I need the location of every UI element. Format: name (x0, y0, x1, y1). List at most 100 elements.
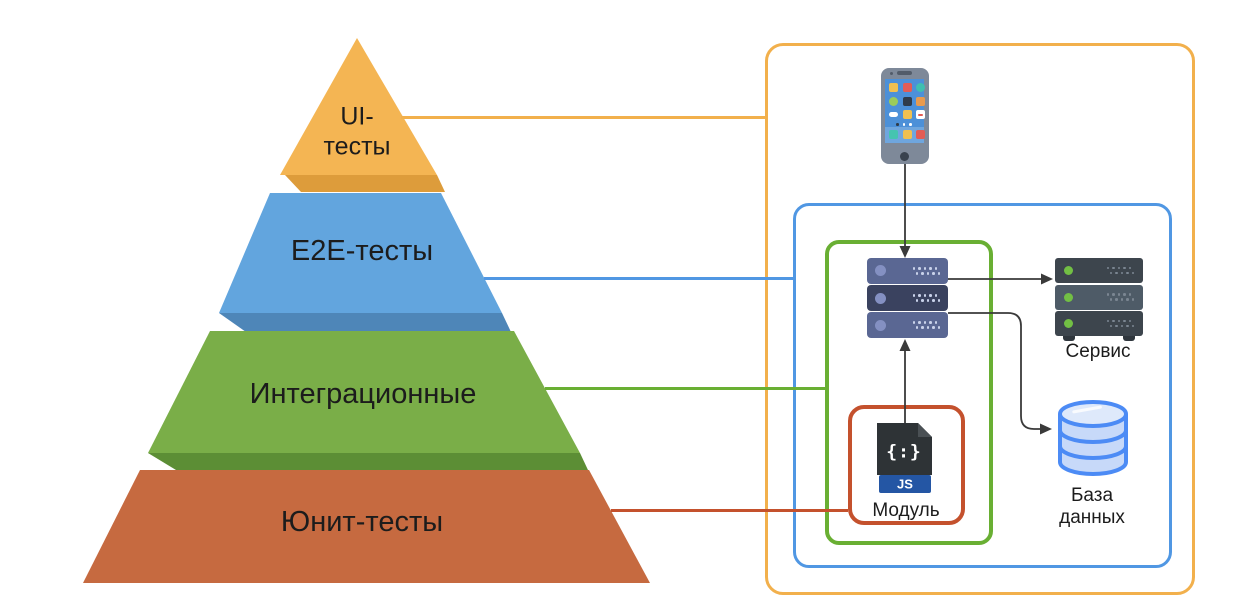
vent-dot (1109, 324, 1112, 328)
vent-dot (915, 299, 918, 302)
vent-dot (1117, 266, 1120, 270)
phone-speaker (897, 71, 912, 75)
phone-app-grid (889, 83, 925, 119)
vent-dot (921, 299, 924, 302)
vent-dot-row (1106, 319, 1135, 323)
vent-dot (918, 294, 921, 297)
app-tile (889, 112, 898, 117)
js-badge (879, 475, 931, 493)
scope-box-ui (765, 43, 1195, 595)
server-led (1064, 292, 1073, 302)
vent-dot (934, 321, 937, 324)
service-label: Сервис (1065, 340, 1131, 362)
vent-dot (1117, 319, 1120, 323)
vent-dot (1106, 266, 1109, 270)
vent-dot (1109, 298, 1112, 301)
pyramid-label-integration: Интеграционные (249, 377, 477, 410)
server-vent-dots (1106, 293, 1135, 301)
app-tile (889, 96, 898, 106)
app-server-icon (867, 258, 948, 339)
phone-home-button (900, 152, 909, 161)
module-label: Модуль (872, 499, 940, 521)
server-unit (1055, 284, 1143, 310)
phone-camera-dot (890, 72, 893, 75)
server-vent-dots (912, 267, 940, 275)
vent-dot (1112, 266, 1115, 270)
vent-dot (1128, 319, 1131, 323)
vent-dot (1131, 271, 1134, 275)
vent-dot (932, 272, 935, 275)
vent-dot (918, 267, 921, 270)
vent-dot (937, 272, 940, 275)
server-vent-dots (1106, 319, 1135, 328)
server-unit (867, 312, 948, 339)
vent-dot (929, 267, 932, 270)
pyramid-level-e2e-shadow (219, 313, 511, 332)
vent-dot (932, 326, 935, 329)
vent-dot (1112, 293, 1115, 296)
vent-dot (918, 321, 921, 324)
service-foot (1123, 332, 1135, 341)
server-led (875, 319, 886, 331)
app-tile (902, 83, 912, 92)
vent-dot (915, 326, 918, 329)
connector-e2e-line (484, 277, 793, 280)
vent-dot (1117, 293, 1120, 296)
vent-dot (912, 294, 915, 297)
vent-dot (1115, 324, 1118, 328)
vent-dot (1131, 324, 1134, 328)
vent-dot (1123, 319, 1126, 323)
vent-dot-row (1106, 266, 1135, 270)
vent-dot (1112, 319, 1115, 323)
vent-dot (921, 272, 924, 275)
app-tile (916, 83, 925, 92)
app-tile (889, 130, 898, 139)
vent-dot (1106, 293, 1109, 296)
pyramid-level-integration (148, 331, 580, 453)
server-vent-dots (912, 294, 941, 302)
vent-dot (1126, 298, 1129, 301)
server-unit (1055, 311, 1143, 336)
pyramid-level-integration-shadow (148, 453, 588, 470)
vent-dot-row (1109, 298, 1134, 301)
js-badge-label: JS (897, 476, 913, 492)
vent-dot (926, 299, 929, 302)
vent-dot (932, 299, 935, 302)
vent-dot-row (1109, 271, 1134, 275)
app-tile (916, 130, 925, 139)
vent-dot (1106, 319, 1109, 323)
vent-dot (923, 267, 926, 270)
database-icon (1056, 400, 1130, 483)
vent-dot-row (915, 299, 940, 302)
vent-dot (1120, 298, 1123, 301)
connector-unit-line (611, 509, 848, 512)
vent-dot (921, 326, 924, 329)
server-unit (1055, 258, 1143, 283)
vent-dot (923, 321, 926, 324)
vent-dot (937, 299, 940, 302)
vent-dot (1123, 266, 1126, 270)
server-unit (867, 258, 948, 284)
vent-dot (1131, 298, 1134, 301)
pyramid-label-e2e: E2E-тесты (290, 234, 434, 267)
app-tile (902, 130, 912, 139)
vent-dot (915, 272, 918, 275)
vent-dot (1109, 271, 1112, 275)
pyramid-level-ui-shadow (285, 175, 445, 192)
vent-dot-row (912, 294, 941, 297)
vent-dot (1126, 271, 1129, 275)
vent-dot-row (1106, 293, 1135, 296)
server-vent-dots (912, 321, 940, 329)
pyramid-label-unit: Юнит-тесты (280, 505, 444, 538)
vent-dot (1120, 324, 1123, 328)
service-foot (1063, 332, 1075, 341)
vent-dot (937, 326, 940, 329)
vent-dot (1115, 298, 1118, 301)
server-unit (867, 285, 948, 311)
connector-integration-line (545, 387, 825, 390)
vent-dot (1128, 293, 1131, 296)
vent-dot (1128, 266, 1131, 270)
server-vent-dots (1106, 266, 1135, 275)
vent-dot (1123, 293, 1126, 296)
